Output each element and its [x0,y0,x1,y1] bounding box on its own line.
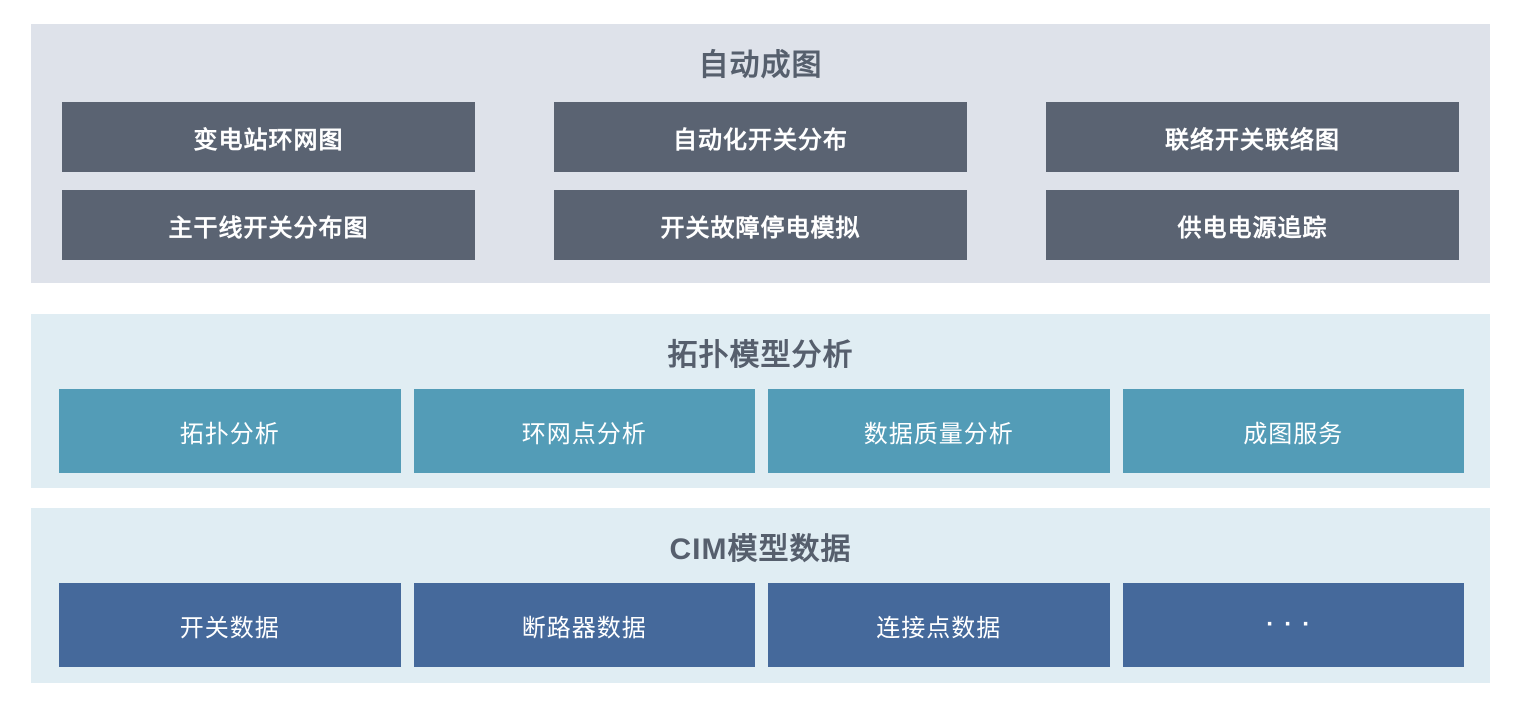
section-auto-mapping-title: 自动成图 [698,49,823,82]
section-topology-analysis: 拓扑模型分析 拓扑分析 环网点分析 数据质量分析 成图服务 [31,314,1490,488]
block-substation-ring-diagram: 变电站环网图 [62,102,475,172]
topology-analysis-grid: 拓扑分析 环网点分析 数据质量分析 成图服务 [59,389,1464,473]
section-topology-analysis-title: 拓扑模型分析 [667,339,854,372]
section-auto-mapping: 自动成图 变电站环网图 自动化开关分布 联络开关联络图 主干线开关分布图 开关故… [31,24,1490,283]
cim-model-data-grid: 开关数据 断路器数据 连接点数据 ··· [59,583,1464,667]
section-cim-model-data-title: CIM模型数据 [669,533,852,566]
block-data-quality-analysis: 数据质量分析 [768,389,1110,473]
block-more-data-ellipsis: ··· [1122,583,1464,667]
auto-mapping-grid: 变电站环网图 自动化开关分布 联络开关联络图 主干线开关分布图 开关故障停电模拟… [62,102,1459,260]
block-topology-analysis: 拓扑分析 [59,389,401,473]
section-cim-model-data: CIM模型数据 开关数据 断路器数据 连接点数据 ··· [31,508,1490,683]
block-diagram-service: 成图服务 [1122,389,1464,473]
block-ring-point-analysis: 环网点分析 [413,389,755,473]
block-tie-switch-diagram: 联络开关联络图 [1046,102,1459,172]
block-power-source-tracing: 供电电源追踪 [1046,190,1459,260]
block-breaker-data: 断路器数据 [413,583,755,667]
block-switch-data: 开关数据 [59,583,401,667]
block-trunk-switch-distribution: 主干线开关分布图 [62,190,475,260]
block-connection-point-data: 连接点数据 [768,583,1110,667]
block-switch-fault-outage-simulation: 开关故障停电模拟 [554,190,967,260]
block-automated-switch-distribution: 自动化开关分布 [554,102,967,172]
